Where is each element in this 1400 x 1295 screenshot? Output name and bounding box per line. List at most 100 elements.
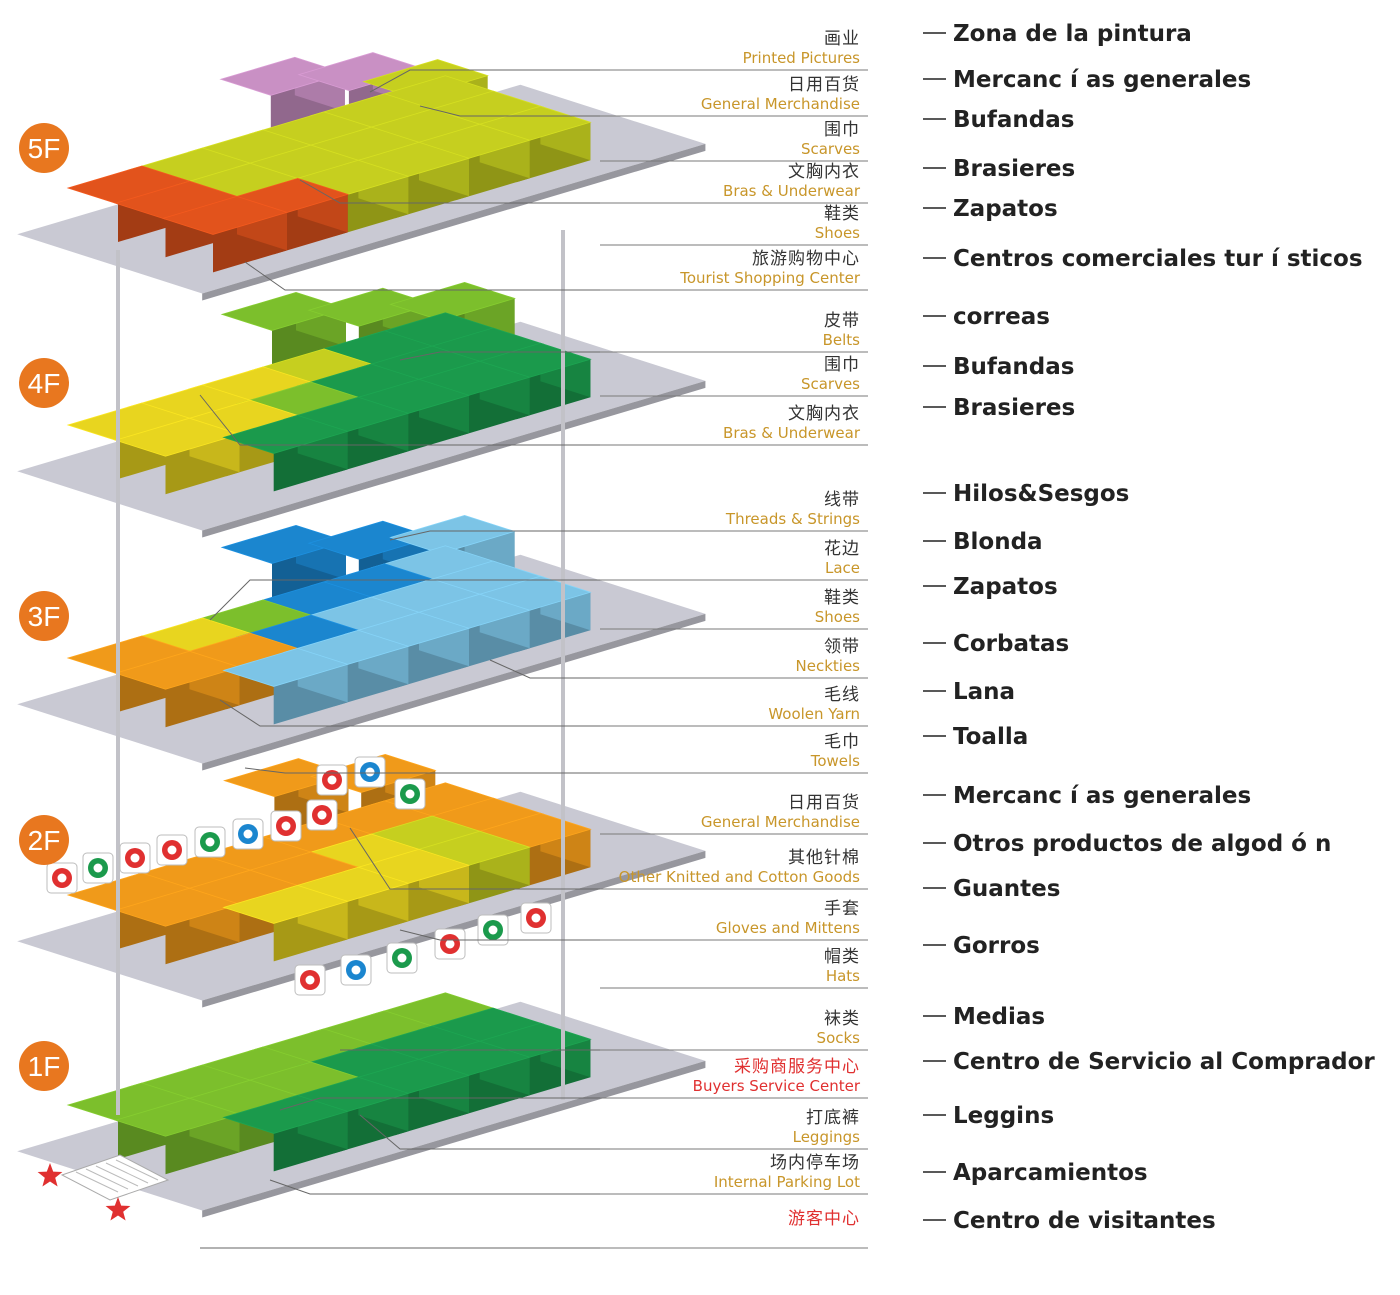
leader-line [219,699,600,727]
leader-line [199,394,600,446]
label-en: Buyers Service Center [693,1077,861,1095]
floor-badge-label: 1F [28,1051,61,1082]
label-es: Gorros [953,933,1040,959]
visitor-star-icon [105,1197,131,1221]
block-1f-2-4 [404,1040,532,1118]
label-en: Scarves [801,375,860,393]
label-en: Belts [823,331,861,349]
bank-icon [194,826,226,858]
label-es: Bufandas [953,354,1074,380]
label-zh: 帽类 [824,947,860,967]
floors-layer [17,52,706,1221]
restaurant-icon [294,964,326,996]
leader-line [244,261,600,291]
label-zh: 毛巾 [824,732,860,752]
floor-3f [17,514,706,771]
bank-icon [306,799,338,831]
label-es: Brasieres [953,395,1075,421]
label-en: Bras & Underwear [723,182,861,200]
leader-line [359,1114,600,1150]
bank-icon [232,818,264,850]
bank-icon [434,928,466,960]
label-en: Gloves and Mittens [716,919,860,937]
block-3f-1-0 [114,650,241,728]
label-en: Leggings [793,1128,861,1146]
floor-badge-1f: 1F [19,1041,69,1091]
label-en: Printed Pictures [743,49,861,67]
leader-line [209,579,600,621]
label-zh: 袜类 [824,1009,860,1029]
label-zh: 文胸内衣 [788,162,860,182]
label-en: Woolen Yarn [768,705,860,723]
block-2f-2-1 [222,884,350,962]
label-zh: 毛线 [824,685,860,705]
label-zh: 画业 [824,29,860,49]
bank-icon [119,842,151,874]
floor-badge-5f: 5F [19,123,69,173]
label-es: Mercanc í as generales [953,783,1251,809]
label-zh: 花边 [824,539,860,559]
label-es: Zapatos [953,196,1058,222]
label-en: Socks [817,1029,861,1047]
label-zh: 领带 [824,637,860,657]
block-1f-1-0 [114,1097,241,1175]
label-es: Toalla [953,724,1028,750]
label-en: Tourist Shopping Center [679,269,861,287]
block-3f-2-1 [222,647,350,725]
block-2f-1-0 [114,887,241,965]
label-es: Centro de visitantes [953,1208,1216,1234]
label-es: correas [953,304,1050,330]
bank-icon [340,954,372,986]
bank-icon [394,778,426,810]
leader-line [269,1179,600,1195]
label-es: Guantes [953,876,1060,902]
label-en: Scarves [801,140,860,158]
block-4f-1-0 [114,417,241,495]
label-zh: 文胸内衣 [788,404,860,424]
label-es: Zona de la pintura [953,21,1192,47]
block-4f-2-1 [222,414,350,492]
floor-1f [17,992,706,1218]
floor-badge-4f: 4F [19,358,69,408]
floor-badge-3f: 3F [19,591,69,641]
leader-line [279,1097,600,1111]
leader-line [399,351,600,361]
label-zh: 旅游购物中心 [752,249,860,269]
floor-badge-label: 4F [28,368,61,399]
label-en: Bras & Underwear [723,424,861,442]
label-en: Threads & Strings [725,510,860,528]
label-en: Neckties [796,657,861,675]
label-en: General Merchandise [701,813,860,831]
leader-line [389,530,600,541]
label-es: Blonda [953,529,1043,555]
label-en: Internal Parking Lot [714,1173,860,1191]
restaurant-icon [316,764,348,796]
floor-badge-label: 3F [28,601,61,632]
label-en: Lace [825,559,860,577]
visitor-star-icon [37,1163,63,1187]
label-en: Towels [810,752,860,770]
label-en: Shoes [815,608,860,626]
leader-line [419,105,600,117]
label-es: Zapatos [953,574,1058,600]
label-zh: 采购商服务中心 [734,1057,860,1077]
label-zh: 鞋类 [824,204,860,224]
